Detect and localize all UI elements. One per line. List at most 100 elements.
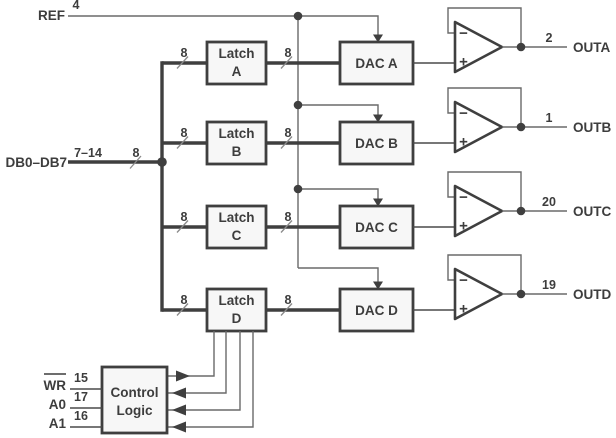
channel-c: 8 Latch C 8 DAC C − + 20 OUTC [162, 171, 611, 250]
wr-pin-number: 15 [74, 371, 88, 385]
dac-d-box [338, 287, 415, 333]
out-d-label: OUTD [573, 287, 611, 302]
out-b-pin-number: 1 [546, 111, 553, 125]
ref-junction-dot-a [293, 11, 303, 21]
a0-label: A0 [49, 397, 66, 412]
latch-a-out-slash [280, 56, 293, 69]
channel-d: 8 Latch D 8 DAC D − + 19 OUTD [162, 254, 611, 333]
latch-d-in-width: 8 [181, 293, 188, 307]
dac-d-label: DAC D [355, 303, 398, 318]
latch-d-out-slash [280, 303, 293, 316]
control-line-4 [167, 331, 254, 428]
data-bus-pin-range: 7–14 [74, 146, 102, 160]
opamp-d-triangle [453, 267, 504, 321]
wr-label: WR [44, 378, 67, 393]
out-c-pin-number: 20 [542, 195, 556, 209]
latch-a-in-width: 8 [181, 46, 188, 60]
out-a-pin-number: 2 [546, 31, 553, 45]
opamp-c-plus-sign: + [459, 218, 468, 235]
data-bus: DB0–DB7 7–14 8 [5, 61, 167, 312]
control-line-1 [167, 331, 215, 377]
latch-b-in-width: 8 [181, 126, 188, 140]
latch-d-label: Latch [218, 293, 254, 308]
out-a-junction-dot [516, 42, 526, 52]
opamp-b-triangle [453, 100, 504, 154]
opamp-a-plus-sign: + [459, 54, 468, 71]
latch-c-out-slash [280, 220, 293, 233]
dac-b-box [338, 120, 415, 166]
a1-pin-number: 16 [74, 409, 88, 423]
latch-a-out-width: 8 [285, 46, 292, 60]
ref-branch-dac-d [298, 267, 379, 282]
ref-label: REF [38, 8, 65, 23]
latch-c-in-slash [176, 220, 189, 233]
arrow-down-into-dac-b-icon [373, 114, 383, 123]
latch-b-out-width: 8 [285, 126, 292, 140]
opamp-b-feedback-loop [447, 87, 522, 127]
opamp-b-minus-sign: − [459, 105, 468, 122]
ref-network: REF 4 [38, 0, 383, 290]
opamp-d-plus-sign: + [459, 301, 468, 318]
a0-pin-number: 17 [74, 390, 88, 404]
arrow-down-into-dac-c-icon [373, 198, 383, 207]
out-c-junction-dot [516, 206, 526, 216]
ref-branch-dac-c [298, 188, 379, 199]
out-a-label: OUTA [573, 40, 610, 55]
control-logic-label-top: Control [111, 385, 159, 400]
arrow-down-into-dac-a-icon [373, 34, 383, 43]
dac-a-label: DAC A [355, 56, 397, 71]
ref-line-to-dac-a [68, 15, 379, 35]
data-bus-label: DB0–DB7 [5, 155, 67, 170]
ref-branch-dac-b [298, 104, 379, 115]
arrow-left-control-2-icon [172, 387, 186, 399]
bus-width-slash [129, 155, 142, 169]
latch-d-box [205, 287, 268, 333]
dac-c-box [338, 204, 415, 250]
latch-b-in-slash [176, 136, 189, 149]
channel-b: 8 Latch B 8 DAC B − + 1 OUTB [162, 87, 611, 166]
control-line-2 [167, 331, 227, 394]
latch-c-out-width: 8 [285, 210, 292, 224]
opamp-c-triangle [453, 184, 504, 238]
latch-a-label: Latch [218, 46, 254, 61]
dac-a-box [338, 40, 415, 86]
ref-pin-number: 4 [73, 0, 80, 12]
ref-junction-dot-c [293, 184, 303, 194]
opamp-a-triangle [453, 20, 504, 74]
latch-a-in-slash [176, 56, 189, 69]
opamp-a-feedback-loop [447, 7, 522, 47]
latch-d-out-width: 8 [285, 293, 292, 307]
arrow-down-into-dac-d-icon [373, 281, 383, 290]
a1-label: A1 [49, 416, 67, 431]
out-d-junction-dot [516, 289, 526, 299]
out-c-label: OUTC [573, 204, 611, 219]
latch-c-in-width: 8 [181, 210, 188, 224]
latch-a-letter: A [232, 64, 242, 79]
latch-c-label: Latch [218, 210, 254, 225]
opamp-d-feedback-loop [447, 254, 522, 294]
latch-d-letter: D [232, 311, 242, 326]
bus-width-label: 8 [133, 146, 140, 160]
opamp-a-minus-sign: − [459, 25, 468, 42]
arrow-right-control-1-icon [176, 370, 190, 382]
latch-c-letter: C [232, 228, 242, 243]
latch-b-letter: B [232, 144, 242, 159]
opamp-c-feedback-loop [447, 171, 522, 211]
control-logic: Control Logic WR A0 A1 15 17 16 [44, 331, 254, 435]
channel-a: 8 Latch A 8 DAC A − + 2 OUTA [162, 7, 610, 86]
opamp-b-plus-sign: + [459, 134, 468, 151]
data-bus-junction-dot [157, 157, 167, 167]
out-b-label: OUTB [573, 120, 611, 135]
control-logic-box [100, 365, 169, 435]
out-b-junction-dot [516, 122, 526, 132]
arrow-left-control-4-icon [172, 421, 186, 433]
latch-b-label: Latch [218, 126, 254, 141]
latch-d-in-slash [176, 303, 189, 316]
control-logic-label-bottom: Logic [117, 403, 153, 418]
ref-junction-dot-b [293, 100, 303, 110]
latch-b-out-slash [280, 136, 293, 149]
out-d-pin-number: 19 [542, 278, 556, 292]
control-line-3 [167, 331, 241, 411]
